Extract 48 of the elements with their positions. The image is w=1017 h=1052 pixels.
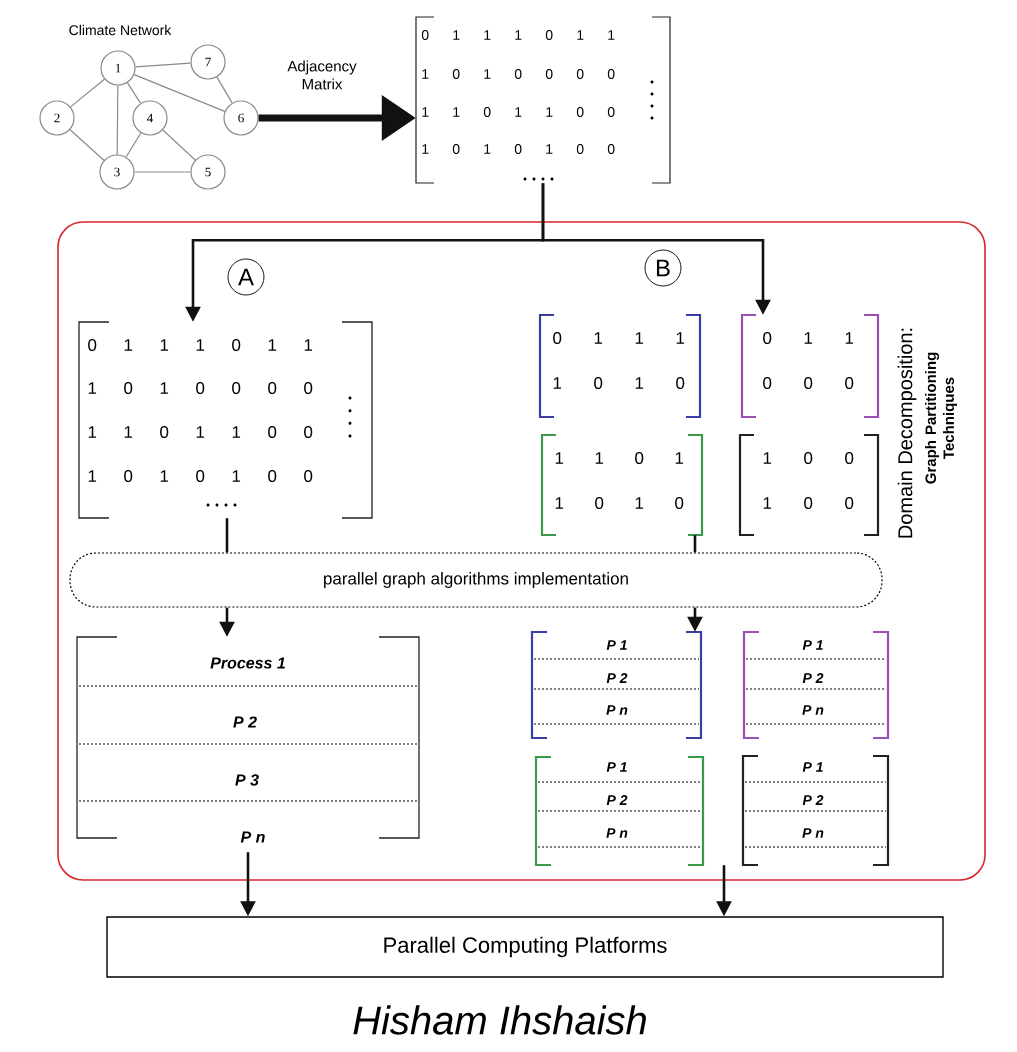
- graph-edge: [69, 129, 105, 161]
- process-table: P 1 P 2 P n: [530, 630, 703, 740]
- circled-letter: B: [644, 249, 682, 287]
- matrix: 0 1 1 0 0 0: [740, 313, 880, 419]
- caption: Hisham Ihshaish: [353, 1005, 646, 1035]
- rounded-frame: [57, 221, 986, 881]
- graph-edge: [134, 171, 191, 173]
- process-box: Parallel Computing Platforms: [106, 916, 944, 978]
- network-title: Climate Network: [69, 24, 172, 36]
- graph-edge: [116, 85, 119, 155]
- side-label: Graph Partitioning Techniques: [925, 352, 957, 484]
- graph-vertex: 6: [223, 100, 259, 136]
- node-label: 0 1 1 1 0 1 1: [421, 30, 615, 40]
- circled-letter: A: [227, 258, 265, 296]
- matrix: 0 1 1 1 1 0 1 0: [538, 313, 702, 419]
- connector-line: [693, 535, 697, 553]
- matrix: 0 1 1 1 0 1 1 1 0 1 0 0 0 0 1 1 0 1 1 0 0 1 0 1 0 1 0 0: [415, 16, 671, 184]
- graph-edge: [134, 62, 192, 68]
- graph-vertex: 5: [190, 154, 226, 190]
- node-label: 1 0 1 0 0 0 0: [422, 69, 615, 79]
- node-label: 1 1 0 1 1 0 0: [422, 107, 615, 117]
- node-label: 1 0 1 0 0 0 0: [88, 381, 313, 395]
- graph-edge: [133, 74, 226, 112]
- dashed-band: parallel graph algorithms implementation: [69, 552, 883, 608]
- graph-edge: [125, 132, 142, 158]
- side-label: Domain Decomposition:: [897, 328, 917, 538]
- matrix: 1 0 0 1 0 0: [738, 433, 880, 537]
- node-label: 0 1 1 1 0 1 1: [88, 338, 313, 352]
- edge-label: Adjacency Matrix: [287, 60, 357, 90]
- matrix: 0 1 1 1 0 1 1 1 0 1 0 0 0 0 1 1 0 1 1 0 0 1 0 1 0 1 0 0: [78, 321, 373, 519]
- process-table: Process 1 P 2 P 3 P n: [76, 636, 420, 843]
- connector-line: [225, 518, 229, 553]
- graph-vertex: 7: [190, 44, 226, 80]
- node-label: 1 0 1 0 1 0 0: [88, 469, 313, 483]
- graph-edge: [162, 129, 196, 161]
- graph-edge: [70, 78, 105, 108]
- node-label: 1 1 0 1 1 0 0: [88, 425, 313, 439]
- graph-vertex: 2: [39, 100, 75, 136]
- process-table: P 1 P 2 P n: [741, 754, 890, 867]
- node-label: 1 0 1 0 1 0 0: [422, 144, 615, 154]
- graph-edge: [126, 82, 142, 104]
- graph-vertex: 1: [100, 50, 136, 86]
- process-table: P 1 P 2 P n: [742, 630, 890, 740]
- process-table: P 1 P 2 P n: [534, 755, 705, 867]
- graph-edge: [216, 76, 233, 104]
- graph-vertex: 4: [132, 100, 168, 136]
- graph-vertex: 3: [99, 154, 135, 190]
- matrix: 1 1 0 1 1 0 1 0: [540, 433, 704, 537]
